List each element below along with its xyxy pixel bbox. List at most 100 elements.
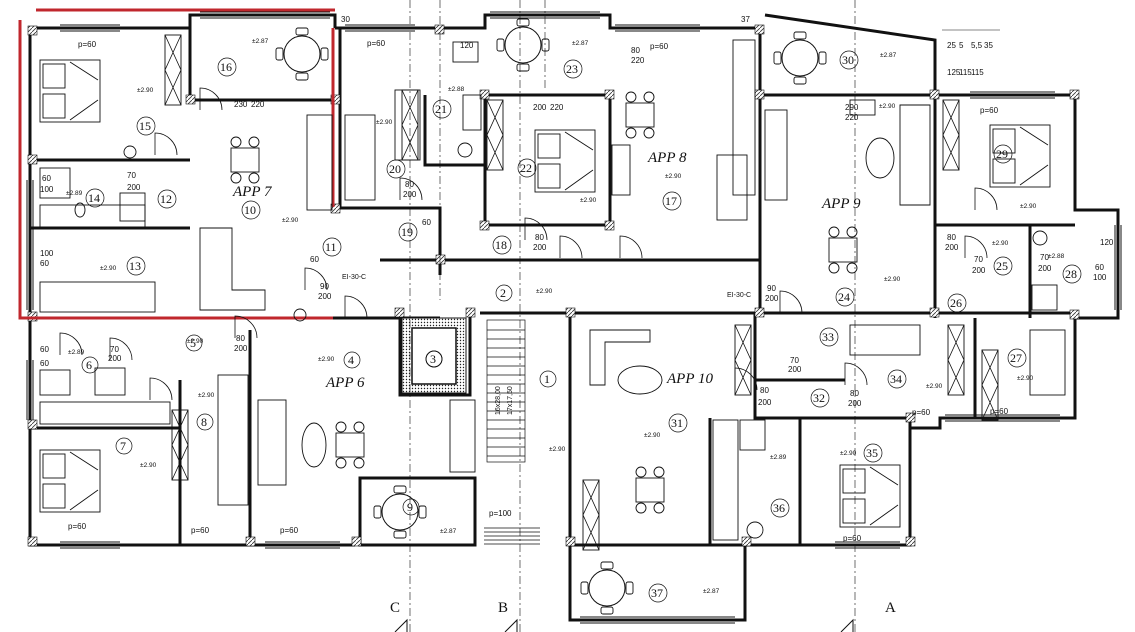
- fire-door-label: EI-30-C: [342, 274, 366, 281]
- room-number-17: 17: [665, 194, 677, 208]
- door-height-label: 200: [972, 266, 986, 275]
- room-number-1: 1: [544, 372, 550, 386]
- apartment-label-7: APP 7: [232, 184, 273, 200]
- level-mark: ±2.87: [703, 588, 720, 595]
- door-width-label: 80: [236, 334, 245, 343]
- room-number-32: 32: [813, 391, 825, 405]
- level-mark: ±2.88: [1048, 253, 1065, 260]
- level-mark: ±2.87: [572, 40, 589, 47]
- doors: [59, 87, 998, 401]
- door-width-label: 70: [110, 345, 119, 354]
- dimension-label: 35: [984, 41, 993, 50]
- dimension-label: 30: [341, 15, 350, 24]
- level-mark: ±2.90: [840, 450, 857, 457]
- axis-label-a: A: [885, 600, 896, 616]
- window-label: p=60: [912, 408, 931, 417]
- axis-marker-a: [840, 618, 854, 632]
- level-mark: ±2.90: [318, 356, 335, 363]
- elevator-shaft: [401, 317, 467, 394]
- apartment-label-8: APP 8: [647, 150, 687, 166]
- room-number-31: 31: [671, 416, 683, 430]
- grid-axes: [409, 0, 856, 632]
- room-number-23: 23: [566, 62, 578, 76]
- dimension-label: 115: [959, 68, 972, 77]
- door-width-label: 60: [40, 259, 49, 268]
- room-number-20: 20: [389, 162, 401, 176]
- room-number-16: 16: [220, 60, 232, 74]
- door-width-label: 60: [1095, 263, 1104, 272]
- door-width-label: 80: [850, 389, 859, 398]
- level-mark: ±2.90: [665, 173, 682, 180]
- dimension-label: 25: [947, 41, 956, 50]
- room-number-27: 27: [1010, 351, 1022, 365]
- door-width-label: 120: [460, 41, 474, 50]
- door-width-label: 80: [947, 233, 956, 242]
- door-width-label: 100: [40, 249, 54, 258]
- door-width-label: 60: [310, 255, 319, 264]
- room-number-15: 15: [139, 119, 151, 133]
- room-number-12: 12: [160, 192, 172, 206]
- level-marks: ±2.87 ±2.87 ±2.87 ±2.87 ±2.87 ±2.88 ±2.8…: [66, 38, 1065, 595]
- level-mark: ±2.90: [1020, 203, 1037, 210]
- room-number-26: 26: [950, 296, 962, 310]
- axis-label-c: C: [390, 600, 400, 616]
- room-number-35: 35: [866, 446, 878, 460]
- apartment-label-10: APP 10: [666, 371, 713, 387]
- room-number-5: 5: [190, 336, 196, 350]
- door-width-label: 80: [631, 46, 640, 55]
- level-mark: ±2.90: [884, 276, 901, 283]
- level-mark: ±2.90: [580, 197, 597, 204]
- door-height-label: 200: [848, 399, 862, 408]
- door-height-label: 230: [234, 100, 248, 109]
- door-width-label: 70: [790, 356, 799, 365]
- door-height-label: 200: [127, 183, 141, 192]
- level-mark: ±2.87: [440, 528, 457, 535]
- top-dimension-chain: 25 125 5 115 5,5 115 35 30 37: [341, 15, 1000, 77]
- level-mark: ±2.90: [536, 288, 553, 295]
- level-mark: ±2.89: [66, 190, 83, 197]
- room-number-14: 14: [88, 191, 100, 205]
- highlight-outline: [18, 8, 335, 320]
- door-width-label: 60: [42, 174, 51, 183]
- level-mark: ±2.90: [644, 432, 661, 439]
- door-height-label: 200: [765, 294, 779, 303]
- room-number-24: 24: [838, 290, 850, 304]
- axis-label-b: B: [498, 600, 508, 616]
- level-mark: ±2.90: [992, 240, 1009, 247]
- room-number-30: 30: [842, 53, 854, 67]
- door-width-label: 80: [535, 233, 544, 242]
- door-height-label: 200: [945, 243, 959, 252]
- room-number-10: 10: [244, 203, 256, 217]
- door-width-label: 70: [974, 255, 983, 264]
- door-width-label: 120: [1100, 238, 1114, 247]
- window-label: p=60: [78, 40, 97, 49]
- window-labels: p=60 p=60 p=60 p=60 p=60 p=60 p=60 p=60 …: [68, 39, 1009, 543]
- window-label: p=60: [68, 522, 87, 531]
- level-mark: ±2.90: [282, 217, 299, 224]
- room-number-4: 4: [348, 353, 354, 367]
- level-mark: ±2.90: [198, 392, 215, 399]
- apartment-label-6: APP 6: [325, 375, 365, 391]
- door-width-label: 60: [422, 218, 431, 227]
- level-mark: ±2.87: [252, 38, 269, 45]
- axis-markers: C B A: [390, 600, 896, 632]
- room-number-2: 2: [500, 286, 506, 300]
- fire-door-labels: EI-30-C EI-30-C: [342, 274, 751, 299]
- door-height-label: 220: [550, 103, 564, 112]
- stair-treads-label: 16x28,00: [495, 386, 502, 415]
- door-height-label: 200: [788, 365, 802, 374]
- dimension-label: 37: [741, 15, 750, 24]
- room-number-18: 18: [495, 238, 507, 252]
- room-numbers: 1 2 3 4 5 6 7 8 9 10 11 12 13 14 15 16 1…: [86, 53, 1077, 600]
- door-width-label: 100: [1093, 273, 1107, 282]
- level-mark: ±2.90: [140, 462, 157, 469]
- door-height-label: 290: [845, 103, 859, 112]
- door-height-label: 200: [533, 103, 547, 112]
- door-dimension-labels: 70 200 60 100 100 60 80 200 80 200 80 20…: [40, 41, 1114, 408]
- level-mark: ±2.90: [926, 383, 943, 390]
- door-height-label: 220: [631, 56, 645, 65]
- room-number-circles: [81, 50, 1082, 603]
- window-label: p=60: [191, 526, 210, 535]
- door-width-label: 60: [40, 359, 49, 368]
- door-width-label: 70: [127, 171, 136, 180]
